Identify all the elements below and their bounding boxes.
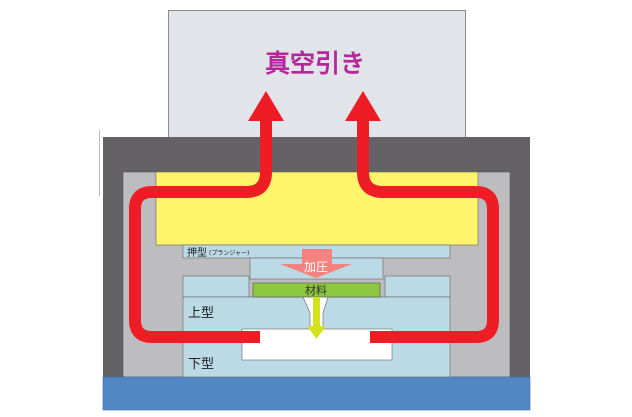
plunger-note: (プランジャー) (209, 250, 249, 257)
base-plate (102, 376, 531, 411)
pressure-label: 加圧 (304, 260, 328, 274)
flow-down-arrow-icon (307, 297, 326, 339)
upper-die-left-block (182, 275, 250, 298)
material-label: 材料 (305, 283, 327, 297)
vacuum-flow-left (129, 118, 272, 343)
pressure-arrow-icon (280, 249, 352, 278)
vacuum-arrow-left-icon (248, 91, 284, 121)
vacuum-arrow-right-icon (345, 91, 381, 121)
press-block (155, 171, 479, 246)
vacuum-box (168, 10, 466, 138)
vacuum-flow-right (357, 118, 499, 343)
plunger-label: 押型 (187, 246, 207, 259)
vacuum-title: 真空引き (265, 49, 365, 78)
upper-die-right-block (384, 275, 451, 298)
lower-die-label: 下型 (188, 357, 214, 372)
upper-die-label: 上型 (188, 306, 214, 321)
